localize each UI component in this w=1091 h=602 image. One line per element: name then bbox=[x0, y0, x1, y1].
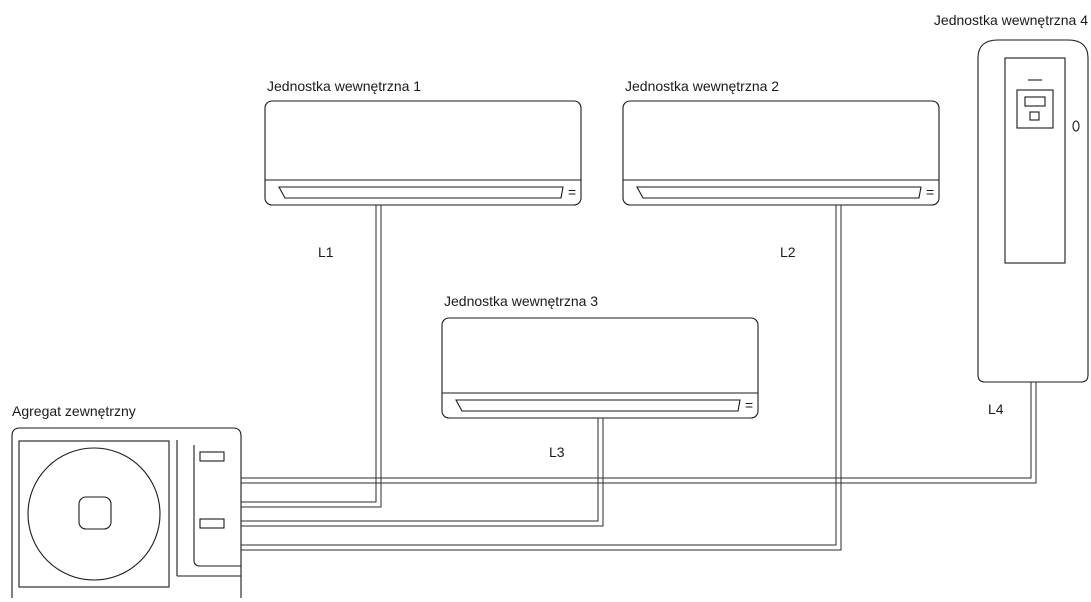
pipe-l1-label: L1 bbox=[318, 244, 334, 260]
service-port-lower bbox=[199, 518, 225, 529]
indoor-unit-4-knob-icon bbox=[1072, 120, 1080, 132]
service-panel bbox=[193, 445, 241, 567]
indoor-unit-3-louver bbox=[455, 399, 741, 412]
pipe-l3-line-a bbox=[241, 418, 599, 522]
pipe-l2-line-b bbox=[241, 205, 842, 551]
indoor-unit-1: = bbox=[264, 100, 582, 206]
pipe-l3-label: L3 bbox=[549, 444, 565, 460]
service-port-upper bbox=[199, 451, 225, 462]
indoor-unit-2-label: Jednostka wewnętrzna 2 bbox=[625, 78, 779, 94]
indoor-unit-1-label: Jednostka wewnętrzna 1 bbox=[267, 78, 421, 94]
pipe-l2-line-a bbox=[241, 205, 837, 546]
pipe-l1 bbox=[241, 205, 382, 508]
indoor-unit-4-display-icon bbox=[1024, 96, 1046, 107]
indoor-unit-2-symbol: = bbox=[926, 184, 934, 200]
indoor-unit-4-body bbox=[977, 39, 1089, 383]
pipe-l2 bbox=[241, 205, 842, 551]
indoor-unit-4-button-icon bbox=[1029, 111, 1040, 121]
pipe-l3-line-b bbox=[241, 418, 604, 527]
indoor-unit-1-louver bbox=[278, 186, 564, 199]
indoor-unit-4-control-panel bbox=[1016, 89, 1054, 129]
indoor-unit-3-label: Jednostka wewnętrzna 3 bbox=[444, 293, 598, 309]
fan-grille-icon bbox=[27, 447, 161, 581]
pipe-l4-line-b bbox=[241, 382, 1037, 484]
pipe-l1-line-b bbox=[241, 205, 382, 508]
indoor-unit-3-symbol: = bbox=[745, 397, 753, 413]
pipe-l4-line-a bbox=[241, 382, 1032, 479]
indoor-unit-2-body bbox=[622, 100, 940, 206]
pipe-l3 bbox=[241, 418, 604, 527]
outdoor-unit-casing bbox=[11, 427, 242, 598]
outdoor-unit bbox=[11, 427, 242, 598]
pipe-l1-line-a bbox=[241, 205, 377, 503]
fan-hub-icon bbox=[78, 496, 112, 530]
indoor-unit-2-louver bbox=[636, 186, 922, 199]
fan-grille-frame bbox=[18, 440, 170, 588]
indoor-unit-2: = bbox=[622, 100, 940, 206]
indoor-unit-1-symbol: = bbox=[568, 184, 576, 200]
indoor-unit-3-body bbox=[441, 317, 759, 419]
indoor-unit-4 bbox=[977, 39, 1089, 383]
pipe-l4-label: L4 bbox=[988, 401, 1004, 417]
indoor-unit-4-front-panel bbox=[1004, 57, 1066, 264]
indoor-unit-1-body bbox=[264, 100, 582, 206]
pipe-l4 bbox=[241, 382, 1037, 484]
pipe-l2-label: L2 bbox=[780, 244, 796, 260]
indoor-unit-4-label: Jednostka wewnętrzna 4 bbox=[934, 12, 1088, 28]
indoor-unit-3: = bbox=[441, 317, 759, 419]
outdoor-unit-label: Agregat zewnętrzny bbox=[12, 403, 136, 419]
